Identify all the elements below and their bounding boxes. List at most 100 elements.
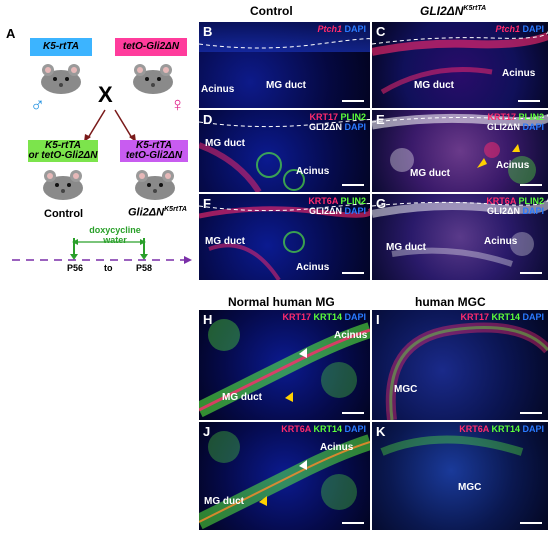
parent2-label: tetO-Gli2ΔN — [122, 41, 180, 52]
label-mutant-sup: K5rtTA — [164, 206, 187, 213]
stain-k-c: DAPI — [519, 424, 544, 434]
scale-bar-b — [342, 100, 364, 102]
title-human-mgc: human MGC — [415, 295, 486, 309]
label-mgduct-f: MG duct — [205, 236, 245, 247]
child-box-control: K5-rtTA or tetO-Gli2ΔN — [28, 140, 98, 162]
stain-f-c: GLI2ΔN — [309, 206, 342, 216]
stain-f: KRT6A PLIN2 GLI2ΔN DAPI — [280, 196, 366, 216]
parent1-label: K5-rtTA — [43, 41, 79, 52]
micrograph-f — [199, 194, 370, 280]
label-mgduct-j: MG duct — [204, 496, 244, 507]
stain-d-d: DAPI — [341, 122, 366, 132]
cross-arrows — [84, 109, 136, 142]
stain-e-b: PLIN2 — [515, 112, 544, 122]
stain-b-b: DAPI — [341, 24, 366, 34]
timeline-end: P58 — [136, 263, 153, 273]
label-acinus-d: Acinus — [296, 166, 330, 177]
panel-label-g: G — [376, 196, 387, 211]
micrograph-i — [372, 310, 548, 420]
scale-bar-e — [520, 184, 542, 186]
stain-f-d: DAPI — [341, 206, 366, 216]
stain-g-c: GLI2ΔN — [487, 206, 520, 216]
stain-k-a: KRT6A — [459, 424, 489, 434]
parent-box-k5-rttA: K5-rtTA — [30, 38, 92, 56]
panel-label-h: H — [203, 312, 213, 327]
dox-line2: water — [103, 235, 127, 245]
child-mut-line1: K5-rtTA — [136, 140, 172, 151]
stain-i-a: KRT17 — [460, 312, 489, 322]
stain-g-a: KRT6A — [486, 196, 516, 206]
panel-label-i: I — [376, 312, 380, 327]
title-control: Control — [250, 4, 293, 18]
scale-bar-j — [342, 522, 364, 524]
label-mutant-prefix: Gli2ΔN — [128, 206, 165, 219]
label-mgduct-c: MG duct — [414, 80, 454, 91]
stain-f-b: PLIN2 — [337, 196, 366, 206]
stain-h-b: KRT14 — [310, 312, 342, 322]
stain-j: KRT6A KRT14 DAPI — [250, 424, 366, 434]
label-acinus-f: Acinus — [296, 262, 330, 273]
mouse-icon — [133, 64, 173, 94]
panel-label-k: K — [376, 424, 386, 439]
stain-d: KRT17 PLIN2 GLI2ΔN DAPI — [280, 112, 366, 132]
stain-g-b: PLIN2 — [515, 196, 544, 206]
stain-i-b: KRT14 — [488, 312, 520, 322]
dox-label: doxycycline water — [80, 225, 150, 245]
stain-g-d: DAPI — [519, 206, 544, 216]
panel-label-j: J — [203, 424, 211, 439]
scale-bar-d — [342, 184, 364, 186]
label-mutant: Gli2ΔNK5rtTA — [128, 206, 187, 219]
stain-f-a: KRT6A — [308, 196, 338, 206]
timeline-start: P56 — [67, 263, 84, 273]
stain-d-a: KRT17 — [309, 112, 338, 122]
micrograph-e — [372, 110, 548, 192]
stain-h-a: KRT17 — [282, 312, 311, 322]
panel-label-b: B — [203, 24, 213, 39]
title-gli2-sup: K5rtTA — [463, 5, 487, 12]
micrograph-b — [199, 22, 370, 108]
stain-c-a: Ptch1 — [495, 24, 520, 34]
stain-g: KRT6A PLIN2 GLI2ΔN DAPI — [458, 196, 544, 216]
parent-box-teto-gli2: tetO-Gli2ΔN — [115, 38, 187, 56]
stain-i-c: DAPI — [519, 312, 544, 322]
mouse-icon — [41, 64, 81, 94]
micrograph-g — [372, 194, 548, 280]
mouse-icon — [43, 170, 83, 200]
scale-bar-g — [520, 272, 542, 274]
title-gli2-prefix: GLI2ΔN — [420, 4, 464, 18]
stain-h-c: DAPI — [341, 312, 366, 322]
cross-symbol: X — [98, 82, 113, 107]
label-mgc-i: MGC — [394, 384, 418, 395]
child-control-line1: K5-rtTA — [45, 140, 81, 151]
micrograph-c — [372, 22, 548, 108]
micrograph-k — [372, 422, 548, 530]
label-acinus-e: Acinus — [496, 160, 530, 171]
stain-k-b: KRT14 — [488, 424, 520, 434]
label-mgduct-h: MG duct — [222, 392, 262, 403]
label-acinus-j: Acinus — [320, 442, 354, 453]
label-mgduct-e: MG duct — [410, 168, 450, 179]
timeline — [12, 238, 192, 264]
label-acinus-h: Acinus — [334, 330, 368, 341]
stain-c: Ptch1 DAPI — [468, 24, 544, 34]
female-symbol: ♀ — [170, 94, 185, 116]
mouse-icon — [135, 170, 175, 200]
stain-e-d: DAPI — [519, 122, 544, 132]
label-mgduct-g: MG duct — [386, 242, 426, 253]
stain-c-b: DAPI — [519, 24, 544, 34]
child-box-mutant: K5-rtTA tetO-Gli2ΔN — [120, 140, 188, 162]
title-normal-human: Normal human MG — [228, 295, 335, 309]
label-mgduct-b: MG duct — [266, 80, 306, 91]
stain-j-b: KRT14 — [310, 424, 342, 434]
scale-bar-k — [520, 522, 542, 524]
panel-label-a: A — [6, 26, 16, 41]
stain-h: KRT17 KRT14 DAPI — [250, 312, 366, 322]
timeline-to: to — [104, 263, 113, 273]
stain-e-a: KRT17 — [487, 112, 516, 122]
label-mgduct-d: MG duct — [205, 138, 245, 149]
micrograph-h — [199, 310, 370, 420]
scale-bar-f — [342, 272, 364, 274]
label-acinus-b: Acinus — [201, 84, 235, 95]
dox-line1: doxycycline — [89, 225, 141, 235]
stain-b: Ptch1 DAPI — [290, 24, 366, 34]
